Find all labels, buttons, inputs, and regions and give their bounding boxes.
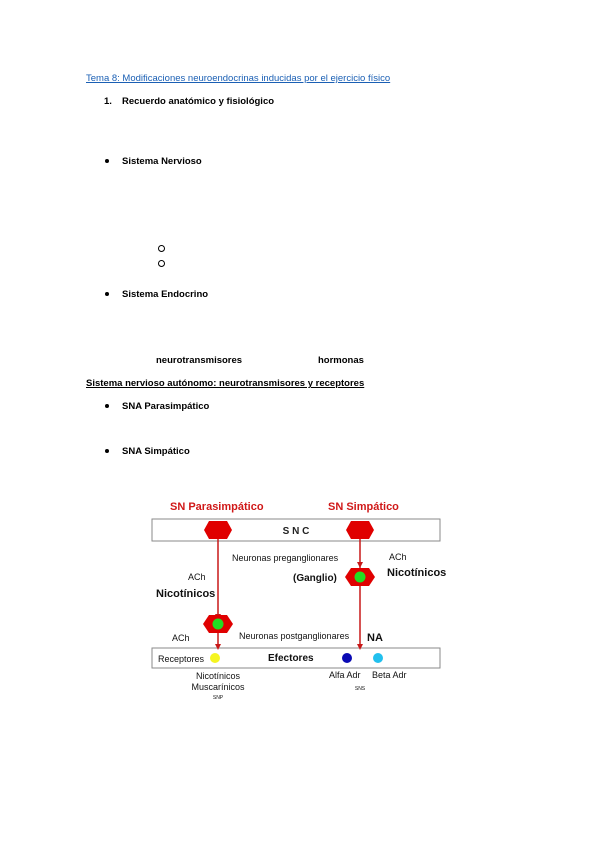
list-number: 1.: [104, 96, 112, 107]
section-heading: Recuerdo anatómico y fisiológico: [122, 96, 275, 107]
subheading: Sistema nervioso autónomo: neurotransmis…: [86, 378, 365, 389]
label-snp: SNP: [213, 695, 224, 701]
diagram-title-simpatico: SN Simpático: [328, 501, 399, 513]
label-nicotinicos-top-right: Nicotínicos: [387, 567, 446, 579]
label-alfa-adr: Alfa Adr: [329, 670, 361, 680]
label-nicotinicos-bottom: Nicotínicos: [196, 671, 241, 681]
arrowhead-icon: [357, 644, 363, 650]
ganglion-dot-simpatico: [354, 571, 366, 583]
label-nicotinicos-left: Nicotínicos: [156, 588, 215, 600]
bullet-sna-simpatico: SNA Simpático: [122, 446, 190, 457]
bullet-sistema-nervioso: Sistema Nervioso: [122, 156, 202, 167]
diagram-title-parasimpatico: SN Parasimpático: [170, 501, 264, 513]
label-ach-left-low: ACh: [172, 633, 190, 643]
label-receptores: Receptores: [158, 654, 205, 664]
circle-bullet-icon: [158, 260, 165, 267]
bullet-sna-parasimpatico: SNA Parasimpático: [122, 401, 210, 412]
label-hormonas: hormonas: [318, 355, 364, 366]
snc-label: S N C: [283, 526, 310, 537]
bullet-icon: [105, 449, 109, 453]
ganglion-dot-parasimpatico: [212, 618, 224, 630]
label-na: NA: [367, 632, 383, 644]
receptor-dot-light-blue: [373, 653, 383, 663]
receptor-dot-dark-blue: [342, 653, 352, 663]
bullet-icon: [105, 292, 109, 296]
label-sns: SNS: [355, 686, 366, 692]
label-ach-left-mid: ACh: [188, 572, 206, 582]
label-efectores: Efectores: [268, 653, 314, 664]
bullet-sistema-endocrino: Sistema Endocrino: [122, 289, 209, 300]
label-ganglio: (Ganglio): [293, 573, 337, 584]
efectores-box: [151, 647, 441, 669]
snc-node-parasimpatico: [204, 521, 232, 539]
circle-bullet-icon: [158, 245, 165, 252]
document-title[interactable]: Tema 8: Modificaciones neuroendocrinas i…: [86, 73, 391, 84]
label-muscarinicos: Muscarínicos: [191, 682, 245, 692]
receptor-dot-yellow: [210, 653, 220, 663]
arrowhead-icon: [215, 644, 221, 650]
label-neurotransmisores: neurotransmisores: [156, 355, 243, 366]
arrowhead-icon: [357, 562, 363, 568]
label-ach-top-right: ACh: [389, 552, 407, 562]
bullet-icon: [105, 159, 109, 163]
label-neuronas-postganglionares: Neuronas postganglionares: [239, 631, 350, 641]
snc-node-simpatico: [346, 521, 374, 539]
label-beta-adr: Beta Adr: [372, 670, 407, 680]
bullet-icon: [105, 404, 109, 408]
label-neuronas-preganglionares: Neuronas preganglionares: [232, 553, 339, 563]
